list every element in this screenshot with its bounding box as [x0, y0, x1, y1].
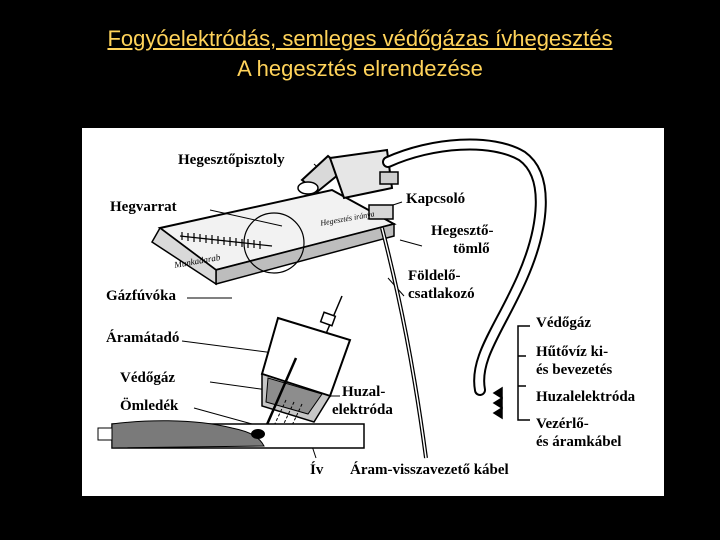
label-hegeszto-tomlo-1: Hegesztő-	[431, 223, 493, 240]
lower-workpiece	[98, 421, 364, 448]
label-hutoviz-1: Hűtővíz ki-	[536, 344, 608, 361]
label-hegeszto-tomlo-2: tömlő	[453, 241, 490, 258]
welding-diagram: Hegesztőpisztoly Hegvarrat Hegesztés irá…	[82, 128, 664, 496]
label-foldelo-1: Földelő-	[408, 268, 461, 285]
label-omledek: Ömledék	[120, 398, 178, 415]
label-iv: Ív	[310, 462, 323, 479]
label-vedogaz-left: Védőgáz	[120, 370, 175, 387]
label-huzal-2: elektróda	[332, 402, 393, 419]
slide-title-line2: A hegesztés elrendezése	[0, 54, 720, 84]
label-hegvarrat: Hegvarrat	[110, 199, 177, 216]
label-aram-visszavezeto: Áram-visszavezető kábel	[350, 462, 509, 479]
label-aramatado: Áramátadó	[106, 330, 179, 347]
label-hegesztopisztoly: Hegesztőpisztoly	[178, 152, 285, 169]
label-vezerlo-1: Vezérlő-	[536, 416, 589, 433]
label-huzal-1: Huzal-	[342, 384, 385, 401]
return-cable	[382, 228, 426, 458]
label-hutoviz-2: és bevezetés	[536, 362, 612, 379]
slide-title-line1: Fogyóelektródás, semleges védőgázas ívhe…	[0, 24, 720, 54]
label-vezerlo-2: és áramkábel	[536, 434, 621, 451]
label-huzalelektroda-right: Huzalelektróda	[536, 389, 635, 406]
slide-title: Fogyóelektródás, semleges védőgázas ívhe…	[0, 24, 720, 84]
label-vedogaz-right: Védőgáz	[536, 315, 591, 332]
label-gazfuvoka: Gázfúvóka	[106, 288, 176, 305]
label-kapcsolo: Kapcsoló	[406, 191, 465, 208]
hose-terminals	[494, 326, 530, 420]
label-foldelo-2: csatlakozó	[408, 286, 475, 303]
